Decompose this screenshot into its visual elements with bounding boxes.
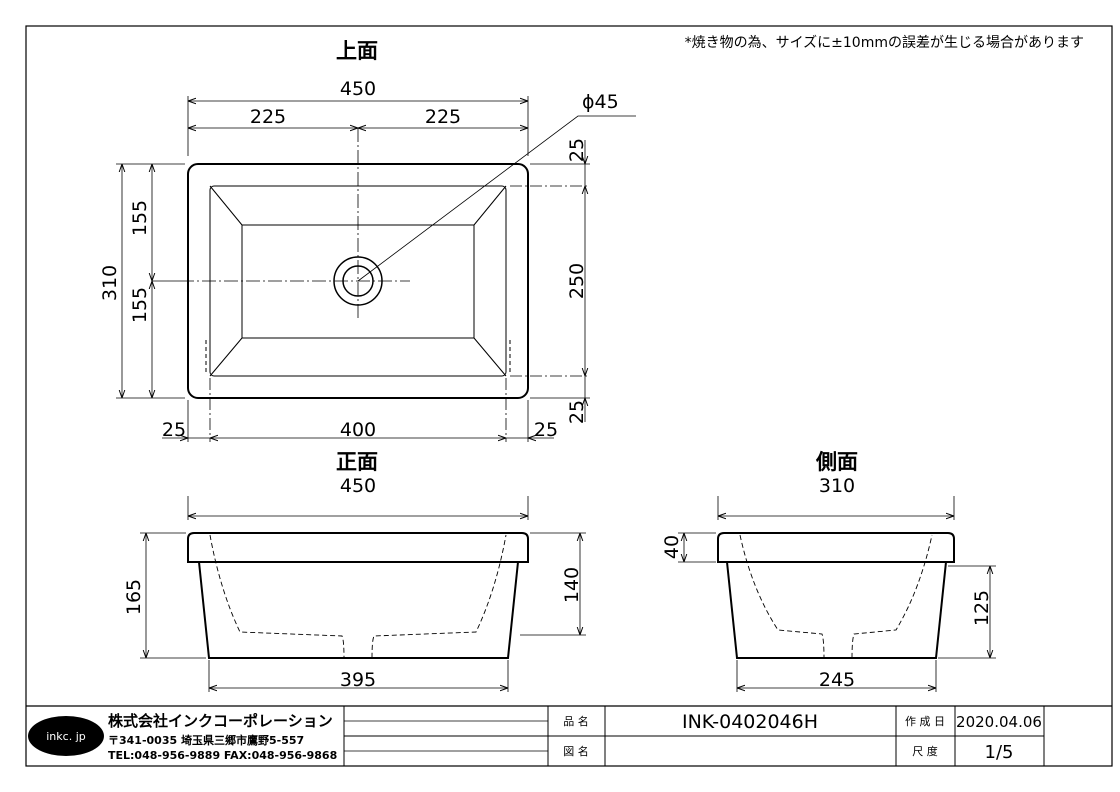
company-logo-text: inkc. jp xyxy=(46,730,85,743)
front-view-body xyxy=(198,561,519,659)
drain-diameter-label: ϕ45 xyxy=(582,91,619,113)
label-scale: 尺 度 xyxy=(912,744,938,758)
side-dim-height-body: 125 xyxy=(971,590,993,626)
side-view-rim xyxy=(717,532,955,563)
top-dim-bottom-inner: 400 xyxy=(340,419,376,441)
top-dim-half-right: 225 xyxy=(425,106,461,128)
top-dim-half-left: 225 xyxy=(250,106,286,128)
company-logo xyxy=(28,716,104,756)
side-dim-bottom-width: 245 xyxy=(819,669,855,691)
tolerance-note: *焼き物の為、サイズに±10mmの誤差が生じる場合があります xyxy=(685,35,1084,51)
top-dim-margin-top: 25 xyxy=(566,138,588,162)
company-name: 株式会社インクコーポレーション xyxy=(108,712,333,730)
label-date: 作 成 日 xyxy=(905,715,945,728)
top-dim-height-upper: 155 xyxy=(129,200,151,236)
side-view-body xyxy=(726,561,947,659)
drawing-scale: 1/5 xyxy=(985,742,1014,763)
top-dim-height-total: 310 xyxy=(99,265,121,301)
drain-leader-line xyxy=(357,115,636,282)
top-view: 上面 ϕ45 450 225 225 xyxy=(99,39,636,442)
side-view-title: 側面 xyxy=(815,450,858,474)
top-dim-bottom-left: 25 xyxy=(162,419,186,441)
front-view-title: 正面 xyxy=(336,450,378,474)
title-block: inkc. jp 株式会社インクコーポレーション 〒341-0035 埼玉県三郷… xyxy=(26,705,1112,766)
front-view: 正面 450 165 140 395 xyxy=(123,450,586,692)
front-view-rim xyxy=(187,532,529,563)
side-view-hidden-bowl xyxy=(739,534,933,659)
label-drawing-name: 図 名 xyxy=(563,744,589,758)
label-product-name: 品 名 xyxy=(563,714,589,728)
front-dim-height-total: 165 xyxy=(123,579,145,615)
company-contact: TEL:048-956-9889 FAX:048-956-9868 xyxy=(108,749,337,762)
product-name: INK-0402046H xyxy=(682,711,818,733)
top-dim-overall-width: 450 xyxy=(340,78,376,100)
front-dim-bottom-width: 395 xyxy=(340,669,376,691)
top-dim-bottom-right: 25 xyxy=(534,419,558,441)
side-dim-rim: 40 xyxy=(661,535,683,559)
side-view: 側面 310 40 125 245 xyxy=(661,450,996,692)
front-dim-top-width: 450 xyxy=(340,475,376,497)
top-dim-height-lower: 155 xyxy=(129,287,151,323)
front-view-hidden-bowl xyxy=(209,534,507,659)
top-dim-margin-bottom: 25 xyxy=(566,400,588,424)
side-dim-top-width: 310 xyxy=(819,475,855,497)
company-address: 〒341-0035 埼玉県三郷市鷹野5-557 xyxy=(108,733,304,747)
front-dim-height-body: 140 xyxy=(561,567,583,603)
top-dim-inner-depth: 250 xyxy=(566,263,588,299)
top-view-title: 上面 xyxy=(336,39,378,63)
created-date: 2020.04.06 xyxy=(956,713,1042,731)
drawing-border xyxy=(25,25,1113,767)
